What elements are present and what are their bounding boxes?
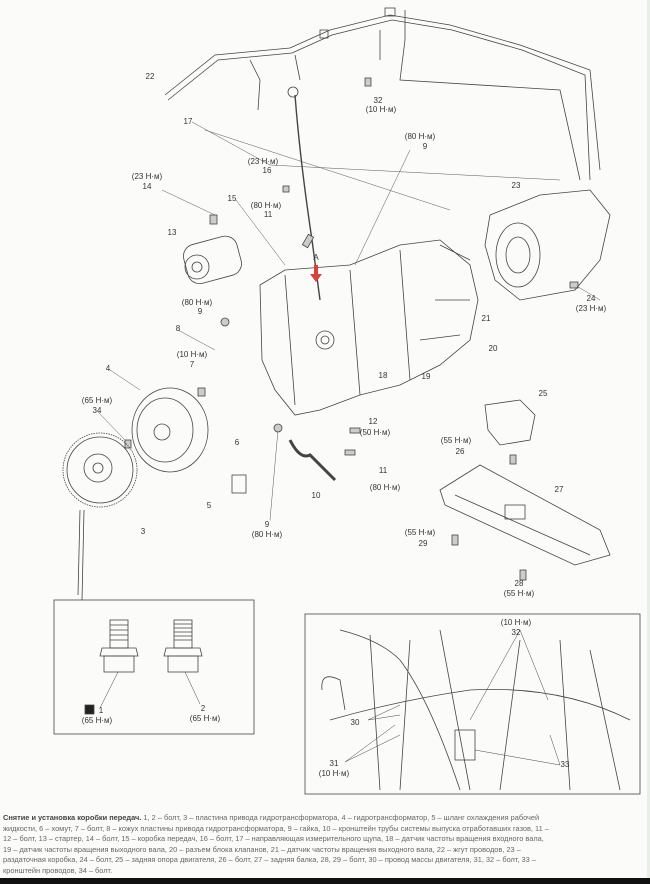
callout-29: 29 (418, 539, 428, 548)
torque-26: (55 Н·м) (440, 436, 472, 445)
caption-title: Снятие и установка коробки передач. (3, 813, 142, 822)
starter (183, 235, 242, 285)
callout-9-bottom: 9 (264, 520, 270, 529)
transfer-case (484, 189, 611, 301)
callout-28: 28 (514, 579, 524, 588)
callout-23: 23 (511, 181, 521, 190)
inset-torque-2: (65 Н·м) (189, 714, 221, 723)
callout-9-top: 9 (422, 142, 428, 151)
inset-callout-32: 32 (511, 628, 521, 637)
torque-converter (131, 387, 209, 473)
callout-34: 34 (92, 406, 102, 415)
callout-11-top: 11 (263, 210, 273, 219)
torque-12: (50 Н·м) (359, 428, 391, 437)
caption-line: жидкости, 6 – хомут, 7 – болт, 8 – кожух… (3, 823, 549, 833)
inset-torque-31: (10 Н·м) (318, 769, 350, 778)
figure-caption: Снятие и установка коробки передач. 1, 2… (3, 813, 650, 877)
callout-26: 26 (455, 447, 465, 456)
inset-callout-1: 1 (98, 706, 104, 715)
torque-29: (55 Н·м) (404, 528, 436, 537)
inset-bolts (53, 599, 255, 735)
callout-5: 5 (206, 501, 212, 510)
exhaust-bracket (288, 439, 337, 482)
caption-line: кронштейн проводов, 34 – болт. (3, 865, 113, 875)
callout-15: 15 (227, 194, 237, 203)
inset-callout-30: 30 (350, 718, 360, 727)
caption-line: 1, 2 – болт, 3 – пластина привода гидрот… (141, 813, 540, 822)
torque-14: (23 Н·м) (131, 172, 163, 181)
callout-25: 25 (538, 389, 548, 398)
callout-10: 10 (311, 491, 321, 500)
inset-callout-31: 31 (329, 759, 339, 768)
torque-9-bottom: (80 Н·м) (251, 530, 283, 539)
drive-plate (62, 432, 138, 508)
callout-6: 6 (234, 438, 240, 447)
bottom-border (0, 878, 650, 884)
inset-torque-1: (65 Н·м) (81, 716, 113, 725)
inset-callout-33: 33 (560, 760, 570, 769)
torque-7: (10 Н·м) (176, 350, 208, 359)
torque-11-top: (80 Н·м) (250, 201, 282, 210)
view-a-label: А (313, 253, 319, 262)
caption-line: раздаточная коробка, 24 – болт, 25 – зад… (3, 855, 536, 865)
callout-32: 32 (373, 96, 383, 105)
callout-9-mid: 9 (197, 307, 203, 316)
callout-16: 16 (262, 166, 272, 175)
caption-line: 19 – датчик частоты вращения выходного в… (3, 844, 521, 854)
inset-callout-2: 2 (200, 704, 206, 713)
callout-7: 7 (189, 360, 195, 369)
callout-4: 4 (105, 364, 111, 373)
torque-11-bottom: (80 Н·м) (369, 483, 401, 492)
leader-lines (97, 121, 601, 521)
view-arrow-icon (310, 265, 322, 282)
callout-17: 17 (183, 117, 193, 126)
callout-27: 27 (554, 485, 564, 494)
inset-engine (304, 613, 641, 795)
torque-16: (23 Н·м) (247, 157, 279, 166)
callout-22: 22 (145, 72, 155, 81)
bolts (124, 77, 579, 581)
rear-mount (484, 399, 536, 446)
inset-leader (77, 509, 85, 601)
wiring-harness (164, 7, 601, 181)
callout-21: 21 (481, 314, 491, 323)
caption-line: 12 – болт, 13 – стартер, 14 – болт, 15 –… (3, 834, 544, 844)
torque-9-mid: (80 Н·м) (181, 298, 213, 307)
callout-12: 12 (368, 417, 378, 426)
torque-34: (65 Н·м) (81, 396, 113, 405)
rear-crossmember (439, 464, 611, 566)
callout-14: 14 (142, 182, 152, 191)
torque-9-top: (80 Н·м) (404, 132, 436, 141)
transmission (259, 239, 479, 416)
torque-32: (10 Н·м) (365, 105, 397, 114)
torque-28: (55 Н·м) (503, 589, 535, 598)
dipstick-ring (287, 86, 299, 98)
callout-8: 8 (175, 324, 181, 333)
callout-18: 18 (378, 371, 388, 380)
callout-11-bottom: 11 (378, 466, 388, 475)
dipstick-tube (294, 94, 321, 301)
clamp (231, 474, 247, 494)
callout-19: 19 (421, 372, 431, 381)
callout-13: 13 (167, 228, 177, 237)
page-edge (647, 0, 650, 884)
inset-torque-32: (10 Н·м) (500, 618, 532, 627)
callout-3: 3 (140, 527, 146, 536)
callout-20: 20 (488, 344, 498, 353)
callout-24: 24 (586, 294, 596, 303)
torque-24: (23 Н·м) (575, 304, 607, 313)
